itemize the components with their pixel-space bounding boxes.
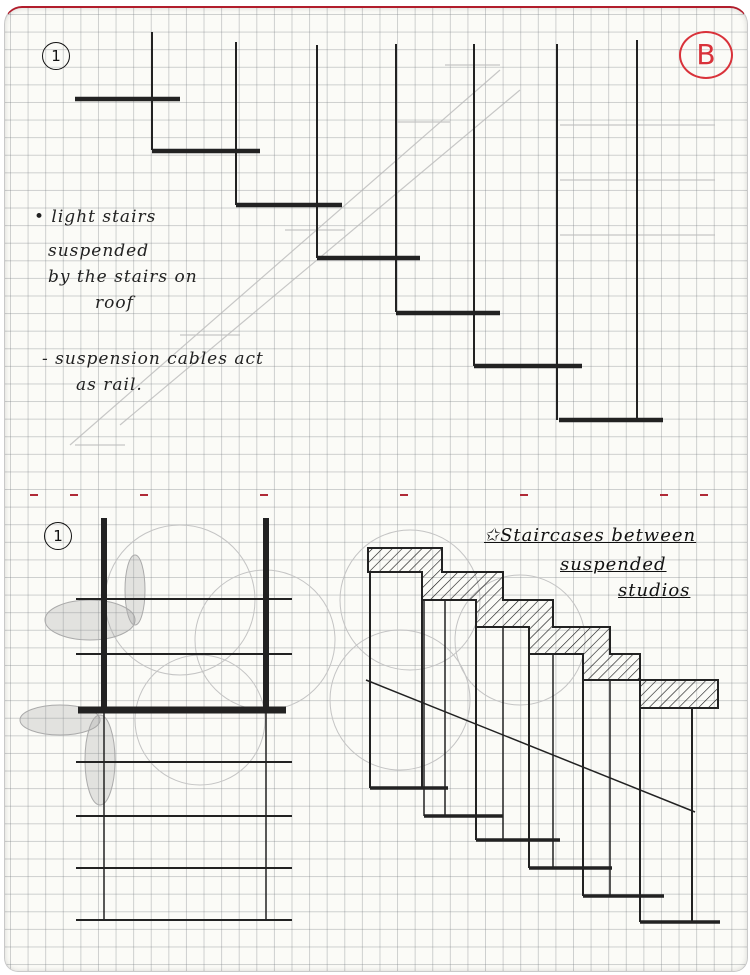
caption-line-2: suspended xyxy=(560,554,667,575)
section-number-bottom: 1 xyxy=(44,522,72,550)
hatched-staircase xyxy=(367,547,719,709)
page-badge: B xyxy=(679,31,733,79)
caption-line-3: studios xyxy=(618,580,691,601)
caption-line-1: ✩Staircases between xyxy=(484,525,697,546)
suspension-frame-left xyxy=(76,518,292,921)
notebook-page xyxy=(4,6,748,972)
note-light-stairs-2: suspended xyxy=(48,241,150,261)
section-number-top: 1 xyxy=(42,42,70,70)
note-suspension-2: as rail. xyxy=(76,375,143,395)
ghost-circles xyxy=(19,524,586,806)
note-suspension-1: - suspension cables act xyxy=(42,349,264,369)
ghost-sketch xyxy=(69,64,715,446)
staircase-elevation-top xyxy=(75,32,663,423)
staircase-hangers xyxy=(365,572,720,924)
note-light-stairs-4: roof xyxy=(95,293,134,313)
note-light-stairs-1: • light stairs xyxy=(34,207,157,227)
note-light-stairs-3: by the stairs on xyxy=(48,267,198,287)
